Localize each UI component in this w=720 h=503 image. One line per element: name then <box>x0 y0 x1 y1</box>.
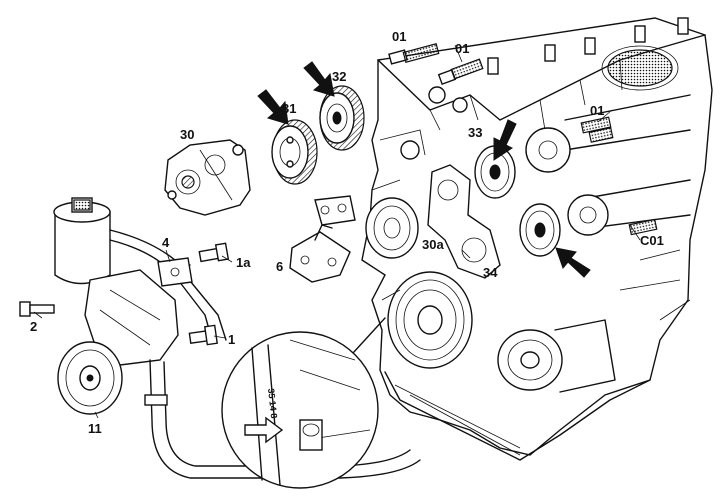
label-4: 4 <box>162 235 170 250</box>
label-30: 30 <box>180 127 195 142</box>
timing-cover-30 <box>164 139 251 216</box>
bolt-2 <box>19 301 55 317</box>
bolt-01-right <box>437 58 484 85</box>
label-01-cam: 01 <box>590 103 605 118</box>
valve-cover-studs <box>487 17 689 75</box>
engine-block <box>361 17 713 461</box>
arrow-31 <box>257 89 289 125</box>
ac-compressor <box>497 319 616 393</box>
label-c01: C01 <box>640 233 664 248</box>
label-01-right: 01 <box>455 41 470 56</box>
sprocket-31 <box>271 119 318 185</box>
bolt-01-top <box>388 43 440 65</box>
label-1: 1 <box>228 332 236 347</box>
water-pump-pulley <box>365 197 419 259</box>
label-11: 11 <box>88 421 102 436</box>
power-steering-pump <box>53 197 421 479</box>
label-6: 6 <box>276 259 284 274</box>
bolt-01-cam <box>580 116 612 134</box>
label-30a: 30a <box>422 237 444 252</box>
label-1a: 1a <box>236 255 251 270</box>
sprocket-32 <box>319 85 365 151</box>
label-32: 32 <box>332 69 347 84</box>
label-31: 31 <box>282 101 297 116</box>
detail-stamp-text: 35 14 8 <box>266 387 280 419</box>
crankshaft-pulley <box>387 271 473 369</box>
bolt-1 <box>188 324 218 346</box>
label-2: 2 <box>30 319 38 334</box>
detail-magnifier <box>221 317 386 489</box>
arrow-34 <box>555 247 591 278</box>
arrow-33 <box>493 119 517 161</box>
bracket-6 <box>289 224 351 283</box>
label-34: 34 <box>483 265 498 280</box>
label-33: 33 <box>468 125 483 140</box>
label-01-top: 01 <box>392 29 407 44</box>
arrow-32 <box>303 61 335 97</box>
oil-filler-cap <box>607 49 673 87</box>
gasket-plate <box>314 195 356 226</box>
bolt-1a <box>198 242 230 263</box>
camshaft-sprocket-34 <box>519 203 561 257</box>
